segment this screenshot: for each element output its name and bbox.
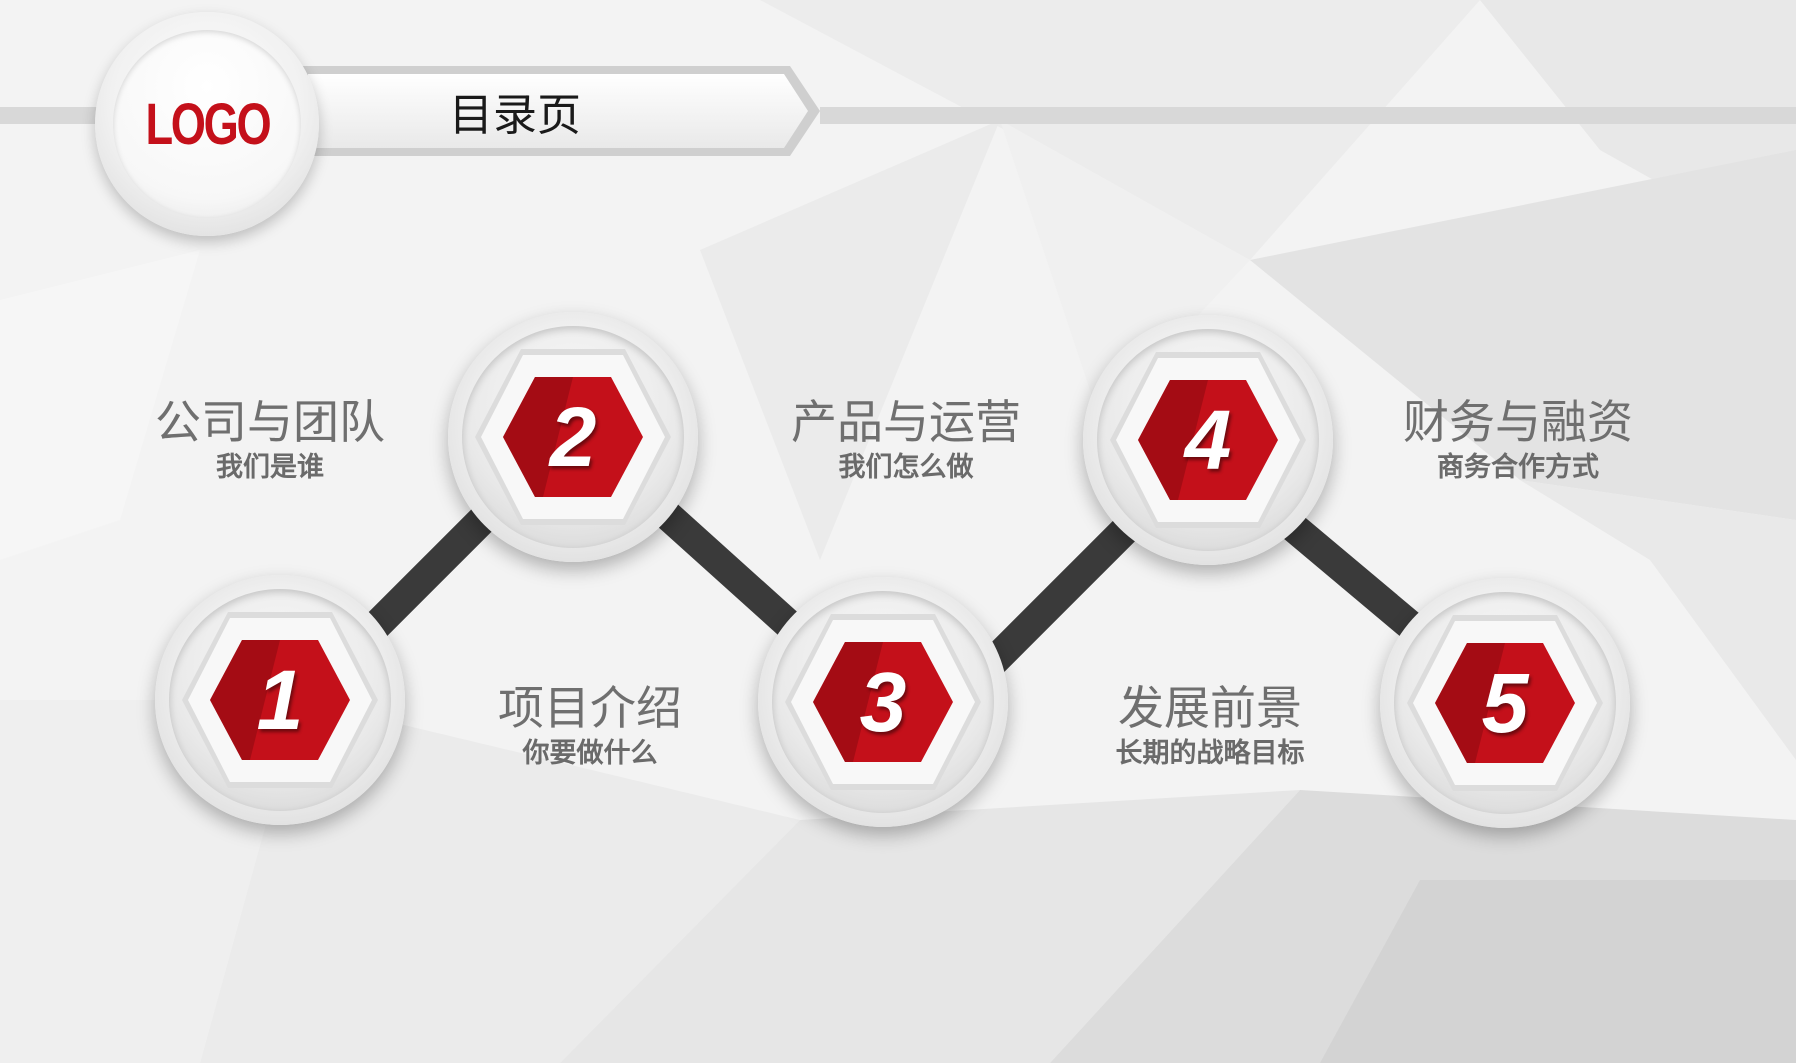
logo-badge: LOGO bbox=[95, 12, 319, 236]
step-number: 2 bbox=[549, 389, 597, 484]
step-node-4[interactable]: 4 bbox=[1083, 315, 1333, 565]
logo-inner: LOGO bbox=[113, 30, 301, 218]
hexagon-badge bbox=[785, 614, 981, 790]
header-line-right bbox=[820, 107, 1796, 124]
step-subtitle: 我们是谁 bbox=[216, 452, 324, 483]
step-subtitle: 我们怎么做 bbox=[838, 452, 974, 483]
step-title: 产品与运营 bbox=[791, 395, 1021, 449]
step-number: 5 bbox=[1481, 655, 1529, 750]
step-subtitle: 商务合作方式 bbox=[1437, 452, 1599, 483]
step-title: 公司与团队 bbox=[155, 395, 385, 449]
step-number: 3 bbox=[859, 654, 907, 749]
hexagon-badge bbox=[182, 612, 378, 788]
step-title: 项目介绍 bbox=[498, 681, 682, 735]
step-number: 4 bbox=[1184, 392, 1232, 487]
step-subtitle: 你要做什么 bbox=[522, 738, 658, 769]
step-label-2: 公司与团队 我们是谁 bbox=[120, 394, 420, 486]
hexagon-badge bbox=[1110, 352, 1306, 528]
logo-text: LOGO bbox=[145, 91, 271, 157]
step-node-2[interactable]: 2 bbox=[448, 312, 698, 562]
step-label-4: 产品与运营 我们怎么做 bbox=[756, 394, 1056, 486]
step-number: 1 bbox=[256, 652, 304, 747]
step-node-5[interactable]: 5 bbox=[1380, 578, 1630, 828]
step-node-3[interactable]: 3 bbox=[758, 577, 1008, 827]
step-node-1[interactable]: 1 bbox=[155, 575, 405, 825]
step-label-3: 发展前景 长期的战略目标 bbox=[1060, 680, 1360, 772]
step-subtitle: 长期的战略目标 bbox=[1115, 738, 1305, 769]
header-line-left bbox=[0, 107, 100, 124]
hexagon-badge bbox=[475, 349, 671, 525]
step-title: 发展前景 bbox=[1118, 681, 1302, 735]
page-title: 目录页 bbox=[449, 90, 581, 141]
step-title: 财务与融资 bbox=[1403, 395, 1633, 449]
title-tab bbox=[300, 66, 820, 156]
step-label-5: 财务与融资 商务合作方式 bbox=[1368, 394, 1668, 486]
step-label-1: 项目介绍 你要做什么 bbox=[440, 680, 740, 772]
hexagon-badge bbox=[1407, 615, 1603, 791]
